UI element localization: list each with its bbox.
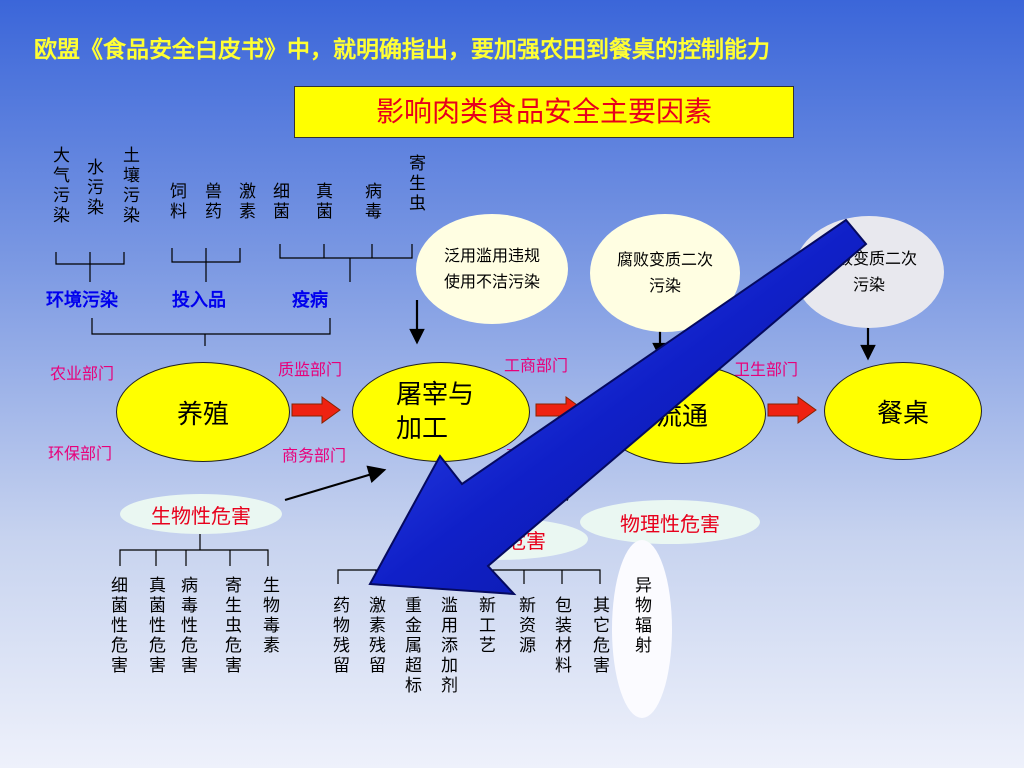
hazard-physical: 物理性危害 bbox=[580, 500, 760, 544]
group-inputs: 投入品 bbox=[172, 290, 226, 311]
env-item-air: 大气污染 bbox=[49, 146, 69, 226]
input-item-hormone: 激素 bbox=[235, 182, 255, 222]
phys-item-background bbox=[612, 540, 672, 718]
chem-item-other: 其它危害 bbox=[589, 596, 609, 676]
group-environment-pollution: 环境污染 bbox=[46, 290, 118, 311]
group-epidemic: 疫病 bbox=[292, 290, 328, 311]
input-item-feed: 饲料 bbox=[166, 182, 186, 222]
bio-item-viral: 病毒性危害 bbox=[177, 576, 197, 676]
env-item-soil: 土壤污染 bbox=[119, 146, 139, 226]
diagram-title: 影响肉类食品安全主要因素 bbox=[294, 86, 794, 138]
bio-item-parasitic: 寄生虫危害 bbox=[221, 576, 241, 676]
env-item-water: 水污染 bbox=[83, 158, 103, 218]
stage-dining-table: 餐桌 bbox=[824, 362, 982, 460]
bio-item-toxin: 生物毒素 bbox=[259, 576, 279, 656]
dept-environmental-protection: 环保部门 bbox=[48, 444, 113, 463]
bio-item-fungal: 真菌性危害 bbox=[145, 576, 165, 676]
dept-agriculture: 农业部门 bbox=[50, 364, 115, 383]
dept-quality-supervision: 质监部门 bbox=[278, 360, 343, 379]
disease-item-virus: 病毒 bbox=[361, 182, 381, 222]
chem-item-packaging: 包装材料 bbox=[551, 596, 571, 676]
chem-item-additive-abuse: 滥用添加剂 bbox=[437, 596, 457, 696]
dept-commerce: 商务部门 bbox=[282, 446, 347, 465]
chem-item-heavy-metal: 重金属超标 bbox=[401, 596, 421, 696]
hazard-biological: 生物性危害 bbox=[120, 494, 282, 534]
phys-item-foreign-matter-radiation: 异物辐射 bbox=[631, 576, 651, 656]
input-item-vetdrug: 兽药 bbox=[201, 182, 221, 222]
chem-item-drug-residue: 药物残留 bbox=[329, 596, 349, 676]
disease-item-bacteria: 细菌 bbox=[269, 182, 289, 222]
stage-breeding: 养殖 bbox=[116, 362, 290, 462]
slide-header: 欧盟《食品安全白皮书》中，就明确指出，要加强农田到餐桌的控制能力 bbox=[34, 37, 770, 63]
dept-health: 卫生部门 bbox=[734, 360, 799, 379]
chem-item-new-resource: 新资源 bbox=[515, 596, 535, 656]
disease-item-parasite: 寄生虫 bbox=[405, 154, 425, 214]
cloud-misuse: 泛用滥用违规使用不洁污染 bbox=[416, 214, 568, 324]
chem-item-new-process: 新工艺 bbox=[475, 596, 495, 656]
bio-item-bacterial: 细菌性危害 bbox=[107, 576, 127, 676]
disease-item-fungi: 真菌 bbox=[312, 182, 332, 222]
dept-industry-commerce: 工商部门 bbox=[504, 356, 569, 375]
chem-item-hormone-residue: 激素残留 bbox=[365, 596, 385, 676]
